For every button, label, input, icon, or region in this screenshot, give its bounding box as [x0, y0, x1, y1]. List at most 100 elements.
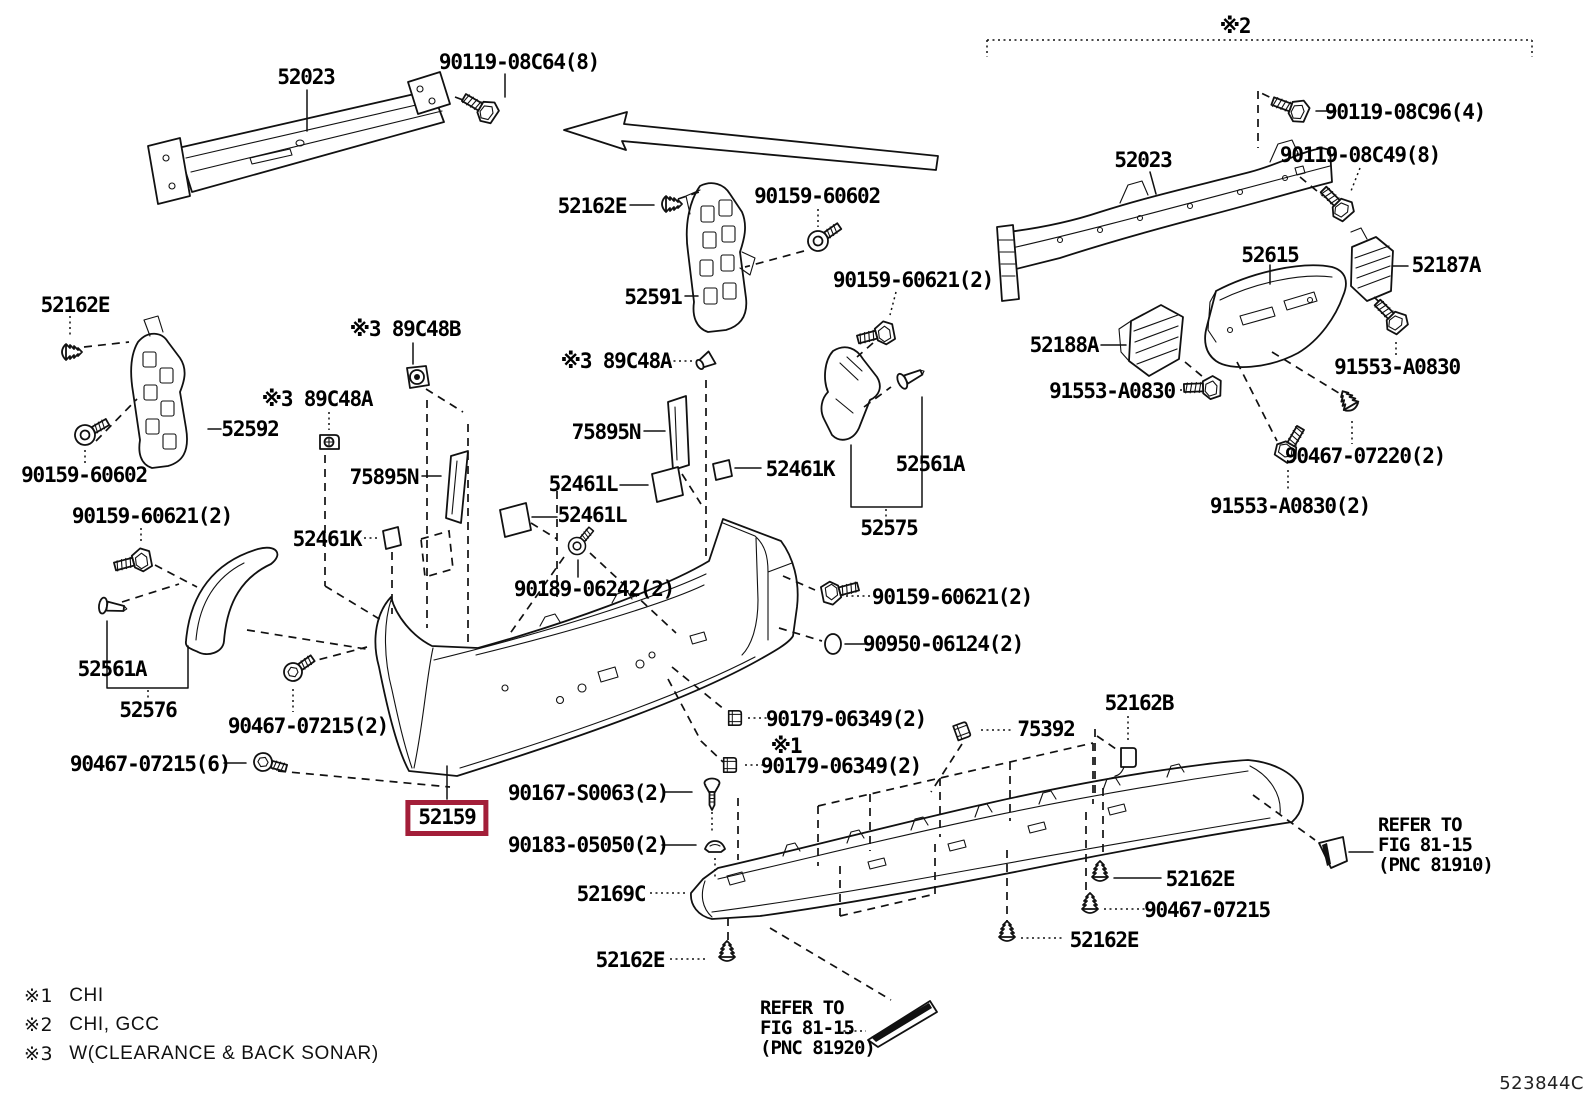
- reflector-81920-drawing: [867, 1000, 938, 1048]
- part-label-90159-60621-left[interactable]: 90159-60621(2): [71, 503, 233, 528]
- pin-90467-07215-bottom-icon: [1081, 892, 1099, 914]
- part-label-91553-A0830-2[interactable]: 91553-A0830(2): [1209, 493, 1371, 518]
- part-label-90179-06349-lower[interactable]: 90179-06349(2): [760, 753, 922, 778]
- note-marker-ref1: ※1: [770, 733, 803, 758]
- part-label-52162E-bottom-right-2[interactable]: 52162E: [1069, 927, 1140, 952]
- bracket-52591-drawing: [685, 182, 756, 333]
- screw-90159-60602-top-icon: [803, 216, 846, 256]
- pin-52561A-right-icon: [894, 362, 929, 392]
- pad-52188A-drawing: [1118, 304, 1184, 377]
- bolt-91553-A0830-left-icon: [1182, 374, 1223, 401]
- clip-90179-06349-lower-icon: [722, 756, 738, 774]
- part-label-90467-07215-2[interactable]: 90467-07215(2): [227, 713, 389, 738]
- ref-note-fig-81-15-pnc-81910: REFER TO FIG 81-15 (PNC 81910): [1378, 814, 1494, 876]
- part-label-52561A-right[interactable]: 52561A: [895, 451, 966, 476]
- bolt-90159-60621-mid-icon: [818, 574, 862, 608]
- part-label-52169C[interactable]: 52169C: [576, 881, 647, 906]
- legend-row-1: ※1 CHI: [24, 981, 379, 1010]
- part-label-52461L-lower[interactable]: 52461L: [557, 502, 628, 527]
- part-label-75895N-left[interactable]: 75895N: [349, 464, 420, 489]
- part-label-90159-60602-top[interactable]: 90159-60602: [754, 183, 881, 208]
- part-label-89C48A-mid[interactable]: ※3 89C48A: [560, 348, 673, 373]
- clip-90183-05050-icon: [704, 840, 726, 853]
- grommet-89C48A-left-icon: [319, 434, 340, 450]
- part-label-89C48B[interactable]: ※3 89C48B: [349, 316, 462, 341]
- bolt-90159-60621-upper-right-icon: [854, 318, 898, 352]
- part-label-90179-06349-upper[interactable]: 90179-06349(2): [765, 706, 927, 731]
- part-label-90119-08C96[interactable]: 90119-08C96(4): [1324, 99, 1486, 124]
- legend-row-2: ※2 CHI, GCC: [24, 1010, 379, 1039]
- legend-symbol-2: ※2: [24, 1013, 54, 1036]
- legend-text-3: W(CLEARANCE & BACK SONAR): [69, 1042, 379, 1064]
- part-label-89C48A-left[interactable]: ※3 89C48A: [261, 386, 374, 411]
- part-label-52461L-upper[interactable]: 52461L: [548, 471, 619, 496]
- ref2-bracket: [986, 39, 1533, 57]
- leader-lines: [69, 39, 1533, 1032]
- bolt-90119-08C96-icon: [1267, 89, 1313, 126]
- part-label-52575[interactable]: 52575: [860, 515, 918, 540]
- part-label-90183-05050[interactable]: 90183-05050(2): [507, 832, 669, 857]
- clip-75392-icon: [952, 720, 972, 742]
- part-label-52576[interactable]: 52576: [119, 697, 177, 722]
- part-label-52023-left[interactable]: 52023: [277, 64, 335, 89]
- part-label-90167-S0063[interactable]: 90167-S0063(2): [507, 780, 669, 805]
- sensor-89C48A-mid-icon: [692, 350, 717, 373]
- legend: ※1 CHI ※2 CHI, GCC ※3 W(CLEARANCE & BACK…: [24, 981, 379, 1068]
- reflector-81910-drawing: [1318, 836, 1348, 869]
- screw-90189-06242-icon: [564, 522, 599, 559]
- part-label-90950-06124[interactable]: 90950-06124(2): [862, 631, 1024, 656]
- selected-part-number-52159[interactable]: 52159: [405, 800, 489, 836]
- part-label-91553-A0830-left[interactable]: 91553-A0830: [1049, 378, 1176, 403]
- part-label-52561A-left[interactable]: 52561A: [77, 656, 148, 681]
- part-label-90189-06242[interactable]: 90189-06242(2): [513, 576, 675, 601]
- direction-arrow: [563, 111, 939, 171]
- bolt-90119-08C64-icon: [456, 87, 503, 128]
- part-label-75392[interactable]: 75392: [1017, 716, 1075, 741]
- part-label-52591[interactable]: 52591: [624, 284, 682, 309]
- part-label-90159-60602-left[interactable]: 90159-60602: [21, 462, 148, 487]
- part-label-90159-60621-upper-right[interactable]: 90159-60621(2): [832, 267, 994, 292]
- part-label-52162E-bottom-center[interactable]: 52162E: [595, 947, 666, 972]
- reinforcement-52023-right-drawing: [996, 139, 1333, 302]
- part-label-90467-07220[interactable]: 90467-07220(2): [1284, 443, 1446, 468]
- part-label-52162B[interactable]: 52162B: [1104, 690, 1175, 715]
- part-label-52461K-right[interactable]: 52461K: [765, 456, 836, 481]
- retainer-52576-drawing: [184, 546, 279, 655]
- ref-note-fig-81-15-pnc-81920: REFER TO FIG 81-15 (PNC 81920): [760, 997, 876, 1059]
- part-label-90159-60621-mid[interactable]: 90159-60621(2): [871, 584, 1033, 609]
- part-label-52615[interactable]: 52615: [1241, 242, 1299, 267]
- part-label-52162E-top[interactable]: 52162E: [557, 193, 628, 218]
- part-label-90467-07215-6[interactable]: 90467-07215(6): [69, 751, 231, 776]
- part-label-75895N-right[interactable]: 75895N: [571, 419, 642, 444]
- clip-90467-07220-icon: [1334, 386, 1362, 415]
- bolt-90119-08C49-icon: [1314, 180, 1359, 226]
- part-label-52461K-left[interactable]: 52461K: [292, 526, 363, 551]
- legend-row-3: ※3 W(CLEARANCE & BACK SONAR): [24, 1039, 379, 1068]
- clip-52162E-bottom-center-icon: [718, 940, 736, 962]
- bolt-90467-07215-2-icon: [279, 649, 319, 686]
- part-label-90119-08C64[interactable]: 90119-08C64(8): [438, 49, 600, 74]
- part-label-52187A[interactable]: 52187A: [1411, 252, 1482, 277]
- part-label-52023-right[interactable]: 52023: [1114, 147, 1172, 172]
- part-label-52162E-bottom-right-1[interactable]: 52162E: [1165, 866, 1236, 891]
- part-label-52592[interactable]: 52592: [221, 416, 279, 441]
- part-label-52162E-left[interactable]: 52162E: [40, 292, 111, 317]
- part-label-91553-A0830-right[interactable]: 91553-A0830: [1334, 354, 1461, 379]
- legend-text-2: CHI, GCC: [69, 1013, 160, 1035]
- dashed-lines: [83, 91, 1390, 1001]
- part-label-90467-07215-bottom[interactable]: 90467-07215: [1144, 897, 1271, 922]
- bolt-91553-A0830-right-icon: [1368, 293, 1413, 339]
- legend-symbol-3: ※3: [24, 1042, 54, 1065]
- part-label-90119-08C49[interactable]: 90119-08C49(8): [1279, 142, 1441, 167]
- part-label-52188A[interactable]: 52188A: [1029, 332, 1100, 357]
- lower-cover-52169C-drawing: [690, 759, 1304, 920]
- clip-52162E-bottom-right-2-icon: [998, 920, 1016, 942]
- clip-90179-06349-upper-icon: [727, 709, 743, 727]
- reinforcement-52023-left-drawing: [147, 71, 451, 205]
- legend-text-1: CHI: [69, 984, 104, 1006]
- legend-symbol-1: ※1: [24, 984, 54, 1007]
- pad-52187A-drawing: [1350, 227, 1394, 302]
- sensor-89C48B-icon: [406, 365, 430, 389]
- clip-52162E-bottom-right-icon: [1091, 860, 1109, 882]
